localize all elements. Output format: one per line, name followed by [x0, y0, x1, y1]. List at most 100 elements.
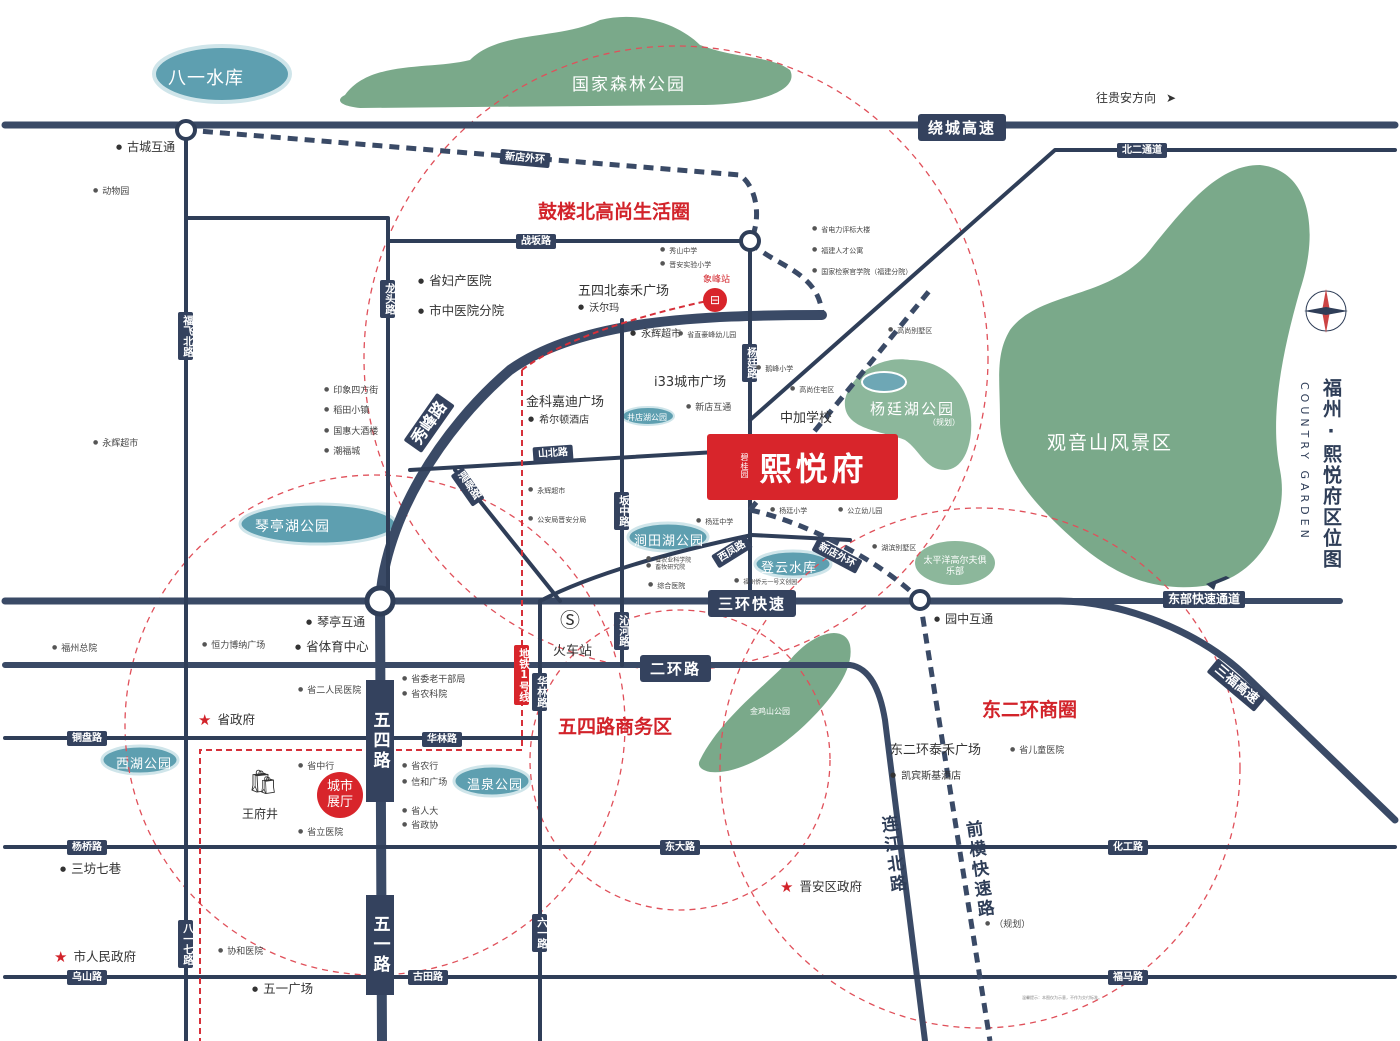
qianheng-expressway[interactable] — [917, 599, 993, 1041]
poi-nongke: 省农科院 — [402, 691, 447, 700]
wushan-tag: 乌山路 — [67, 970, 107, 985]
shanbei-tag: 山北路 — [532, 444, 574, 463]
tcm-hospital: 市中医院分院 — [418, 304, 504, 318]
i33-plaza: i33城市广场 — [654, 375, 727, 390]
tongpan-tag: 铜盘路 — [67, 731, 107, 746]
north-two-channel[interactable] — [748, 288, 932, 512]
yangting-park-label: 杨廷湖公园 — [870, 400, 956, 418]
poi-agri2: 畜牧研究院 — [646, 563, 685, 571]
province-gov: 省政府 — [198, 713, 255, 728]
poi-jinan-exp: 晋安实验小学 — [660, 261, 711, 269]
poi-yangting-mid: 杨廷中学 — [696, 518, 733, 526]
xindian-ring-dashed[interactable] — [185, 127, 825, 316]
xindian-east-dashed[interactable] — [749, 507, 922, 602]
yuanzhong-interchange-label: 园中互通 — [934, 613, 993, 625]
wusi-road-text: 五四路 — [369, 711, 390, 771]
poi-talent: 福建人才公寓 — [812, 247, 863, 255]
metro-line-1[interactable] — [199, 370, 523, 1041]
bayi-reservoir-label: 八一水库 — [168, 68, 244, 89]
qinting-lake-label: 琴亭湖公园 — [255, 519, 330, 535]
radius-ring-east — [719, 507, 1241, 1029]
poi-renda: 省人大 — [402, 808, 438, 817]
hengli-plaza: 恒力博纳广场 — [202, 642, 265, 651]
zhanban-tag: 战坂路 — [516, 234, 556, 249]
radius-ring-west — [124, 474, 626, 976]
shanbei-road[interactable] — [408, 448, 752, 472]
qinting-interchange-label: 琴亭互通 — [306, 616, 365, 628]
shengli-hospital: 省立医院 — [298, 829, 343, 838]
region-east-second-ring: 东二环商圈 — [982, 699, 1078, 721]
poi-ehfeng: 鹅峰小学 — [756, 365, 793, 373]
poi-police: 公安局晋安分局 — [528, 516, 586, 524]
poi-yonghui-mkt: 永辉超市 — [528, 487, 565, 495]
jinji-label: 金鸡山公园 — [750, 707, 790, 716]
poi-guohui: 国惠大酒楼 — [324, 428, 378, 437]
north-interchange[interactable] — [739, 230, 761, 252]
brand-small: 碧桂园 — [740, 453, 749, 480]
wuyi-road-tag: 五一路 — [366, 895, 394, 995]
maternity-hospital: 省妇产医院 — [418, 274, 492, 288]
gucheng-interchange-label: 古城互通 — [116, 141, 175, 153]
city-exhibition-hall[interactable]: 城市展厅 — [317, 772, 363, 818]
forest-park-area — [340, 16, 792, 109]
guanyin-area — [999, 165, 1310, 588]
wenquan-lake — [452, 764, 532, 798]
hualong-tag: 化工路 — [1108, 840, 1148, 855]
jiantian-lake — [626, 521, 710, 553]
raocheng-tag: 绕城高速 — [918, 114, 1007, 141]
poi-gongli: 公立幼儿园 — [838, 507, 882, 515]
metro-line-1-north[interactable] — [521, 299, 713, 371]
xindian-interchange-label: 新店互通 — [686, 404, 731, 413]
longtou-road[interactable] — [184, 216, 390, 592]
poi-kindergarten: 省直豪峰幼儿园 — [678, 331, 736, 339]
city-hall-text: 城市展厅 — [326, 779, 353, 810]
gucheng-interchange[interactable] — [175, 119, 197, 141]
metro-tag: 地铁1号线 — [514, 645, 530, 705]
fuma-tag: 福马路 — [1108, 970, 1148, 985]
poi-procurator: 国家检察官学院（福建分院） — [812, 268, 912, 276]
guanyin-label: 观音山风景区 — [1047, 432, 1174, 454]
xihu-label: 西湖公园 — [116, 757, 173, 772]
poi-villa1: 高尚别墅区 — [888, 327, 932, 335]
sanhuan-expressway[interactable] — [1, 597, 1399, 824]
yangqiao-tag: 杨桥路 — [67, 840, 107, 855]
bayi-reservoir — [152, 44, 292, 104]
sanfang-qixiang: 三坊七巷 — [60, 862, 121, 876]
fufei-tag: 福飞北路 — [178, 312, 194, 360]
compass-icon — [1300, 285, 1352, 341]
shengzhong-bank: 省中行 — [298, 763, 334, 772]
yuanzhong-interchange[interactable] — [909, 589, 931, 611]
project-brand-badge[interactable]: 碧桂园 熙悦府 — [707, 434, 898, 500]
northeast-diagonal[interactable] — [748, 148, 1397, 422]
erhuan-road[interactable] — [2, 662, 928, 1041]
jiantian-lake-label: 涧田湖公园 — [634, 534, 705, 549]
gutian-tag: 古田路 — [408, 970, 448, 985]
train-icon: Ⓢ — [560, 608, 580, 632]
xiangfeng-station: 象峰站 — [703, 275, 731, 285]
poi-chaofu: 潮福城 — [324, 448, 360, 457]
wuyi-road-text: 五一路 — [369, 915, 390, 975]
poi-villa2: 高尚住宅区 — [790, 386, 834, 394]
poi-lakeside: 湖滨别墅区 — [872, 544, 916, 552]
poi-agri: 省农业科学院 — [646, 556, 691, 564]
walmart: 沃尔玛 — [578, 304, 619, 314]
sheng2-hospital: 省二人民医院 — [298, 687, 361, 696]
wusi-road-tag: 五四路 — [366, 680, 394, 802]
disclaimer-text: 温馨提示：本图仅为示意，不作为交付标准。 — [1022, 995, 1102, 1000]
bayiqi-tag: 八一七路 — [178, 920, 194, 968]
poi-zhengxie: 省政协 — [402, 822, 438, 831]
wuyi-square: 五一广场 — [252, 982, 313, 996]
jinan-gov: 晋安区政府 — [780, 880, 862, 895]
map-subtitle: COUNTRY GARDEN — [1298, 382, 1311, 542]
brand-name: 熙悦府 — [759, 450, 868, 488]
qinting-interchange[interactable] — [364, 585, 396, 617]
qinhe-tag: 沁河路 — [614, 612, 630, 650]
to-guian-label: 往贵安方向 — [1096, 91, 1157, 105]
yangting-road-tag: 杨廷路 — [742, 344, 758, 382]
poi-general: 综合医院 — [648, 582, 685, 590]
region-wusi-cbd: 五四路商务区 — [558, 716, 673, 738]
radius-ring-mid — [529, 609, 831, 911]
wangfujing: 王府井 — [242, 807, 279, 821]
xiufeng-road[interactable] — [375, 310, 827, 606]
